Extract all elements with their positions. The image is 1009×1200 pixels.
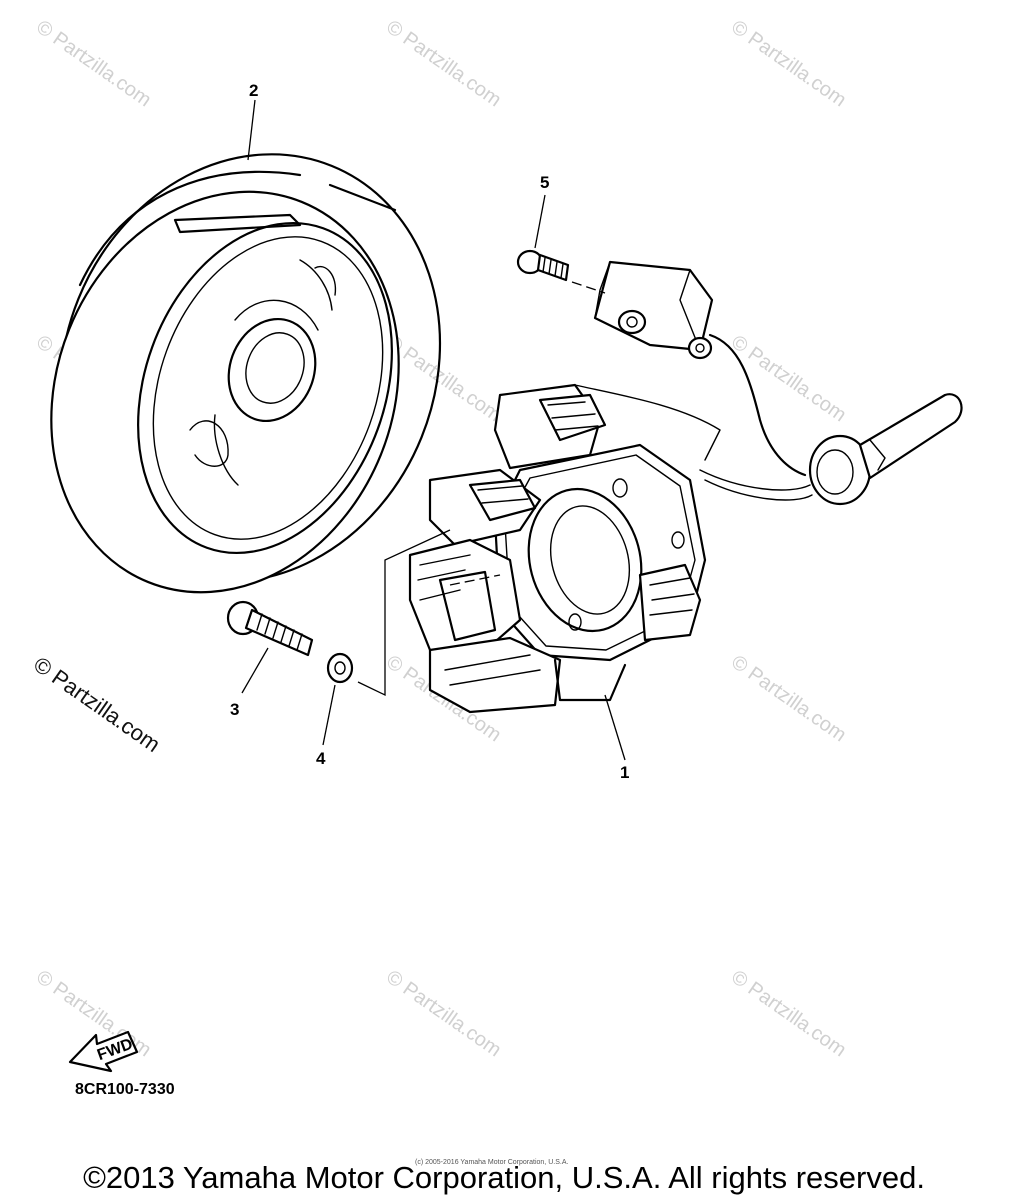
watermark: © Partzilla.com [727, 966, 850, 1061]
watermark: © Partzilla.com [382, 966, 505, 1061]
watermark: © Partzilla.com [727, 16, 850, 111]
pickup-coil-illustration [593, 260, 963, 506]
fwd-arrow-icon: FWD [68, 1030, 139, 1073]
rotor-illustration [50, 153, 442, 594]
watermark: © Partzilla.com [382, 16, 505, 111]
callout-2: 2 [249, 81, 258, 100]
watermark: © Partzilla.com [727, 651, 850, 746]
copyright-small: (c) 2005-2016 Yamaha Motor Corporation, … [415, 1159, 568, 1166]
callout-5: 5 [540, 173, 549, 192]
callout-1: 1 [620, 763, 629, 782]
leader-lines [241, 99, 626, 761]
copyright-notice: ©2013 Yamaha Motor Corporation, U.S.A. A… [83, 1160, 925, 1195]
callout-4: 4 [316, 749, 326, 768]
stator-illustration [408, 383, 721, 714]
callout-3: 3 [230, 700, 239, 719]
bolt-3-illustration [226, 600, 314, 657]
screw-5-illustration [516, 249, 606, 294]
watermark: © Partzilla.com [727, 331, 850, 426]
watermark: © Partzilla.com [32, 16, 155, 111]
diagram-code: 8CR100-7330 [75, 1081, 175, 1098]
washer-4-illustration [326, 652, 354, 684]
watermark-main: © Partzilla.com [29, 652, 165, 758]
watermark: © Partzilla.com [382, 331, 505, 426]
